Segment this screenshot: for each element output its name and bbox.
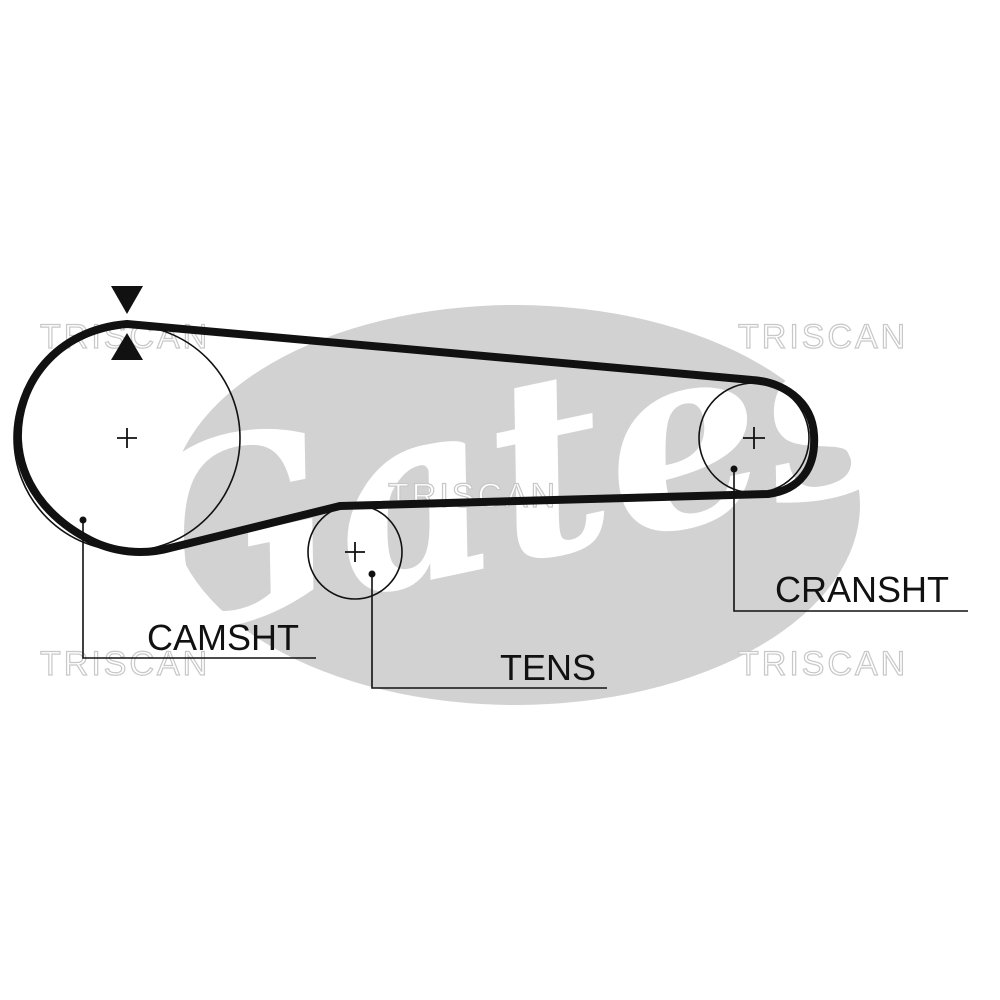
camshaft-leader <box>79 516 316 659</box>
triscan-watermark-bottom-right: TRISCAN <box>738 645 908 683</box>
tensioner-leader <box>368 570 607 689</box>
tension-check-arrows <box>111 286 143 360</box>
tensioner-label: TENS <box>500 647 596 688</box>
tensioner-center-mark <box>345 542 365 562</box>
crankshaft-center-mark <box>743 427 765 449</box>
gates-logo-watermark: Gates <box>93 247 927 705</box>
triscan-watermark-top-right: TRISCAN <box>738 318 908 356</box>
camshaft-label: CAMSHT <box>147 617 299 658</box>
camshaft-center-mark <box>117 428 137 448</box>
triscan-watermark-bottom-left: TRISCAN <box>40 645 210 683</box>
arrow-down-icon <box>111 286 143 314</box>
arrow-up-icon <box>111 333 143 360</box>
crankshaft-leader <box>730 465 968 612</box>
crankshaft-label: CRANSHT <box>775 569 949 610</box>
timing-belt <box>13 320 819 556</box>
triscan-watermark-center: TRISCAN <box>388 477 558 515</box>
